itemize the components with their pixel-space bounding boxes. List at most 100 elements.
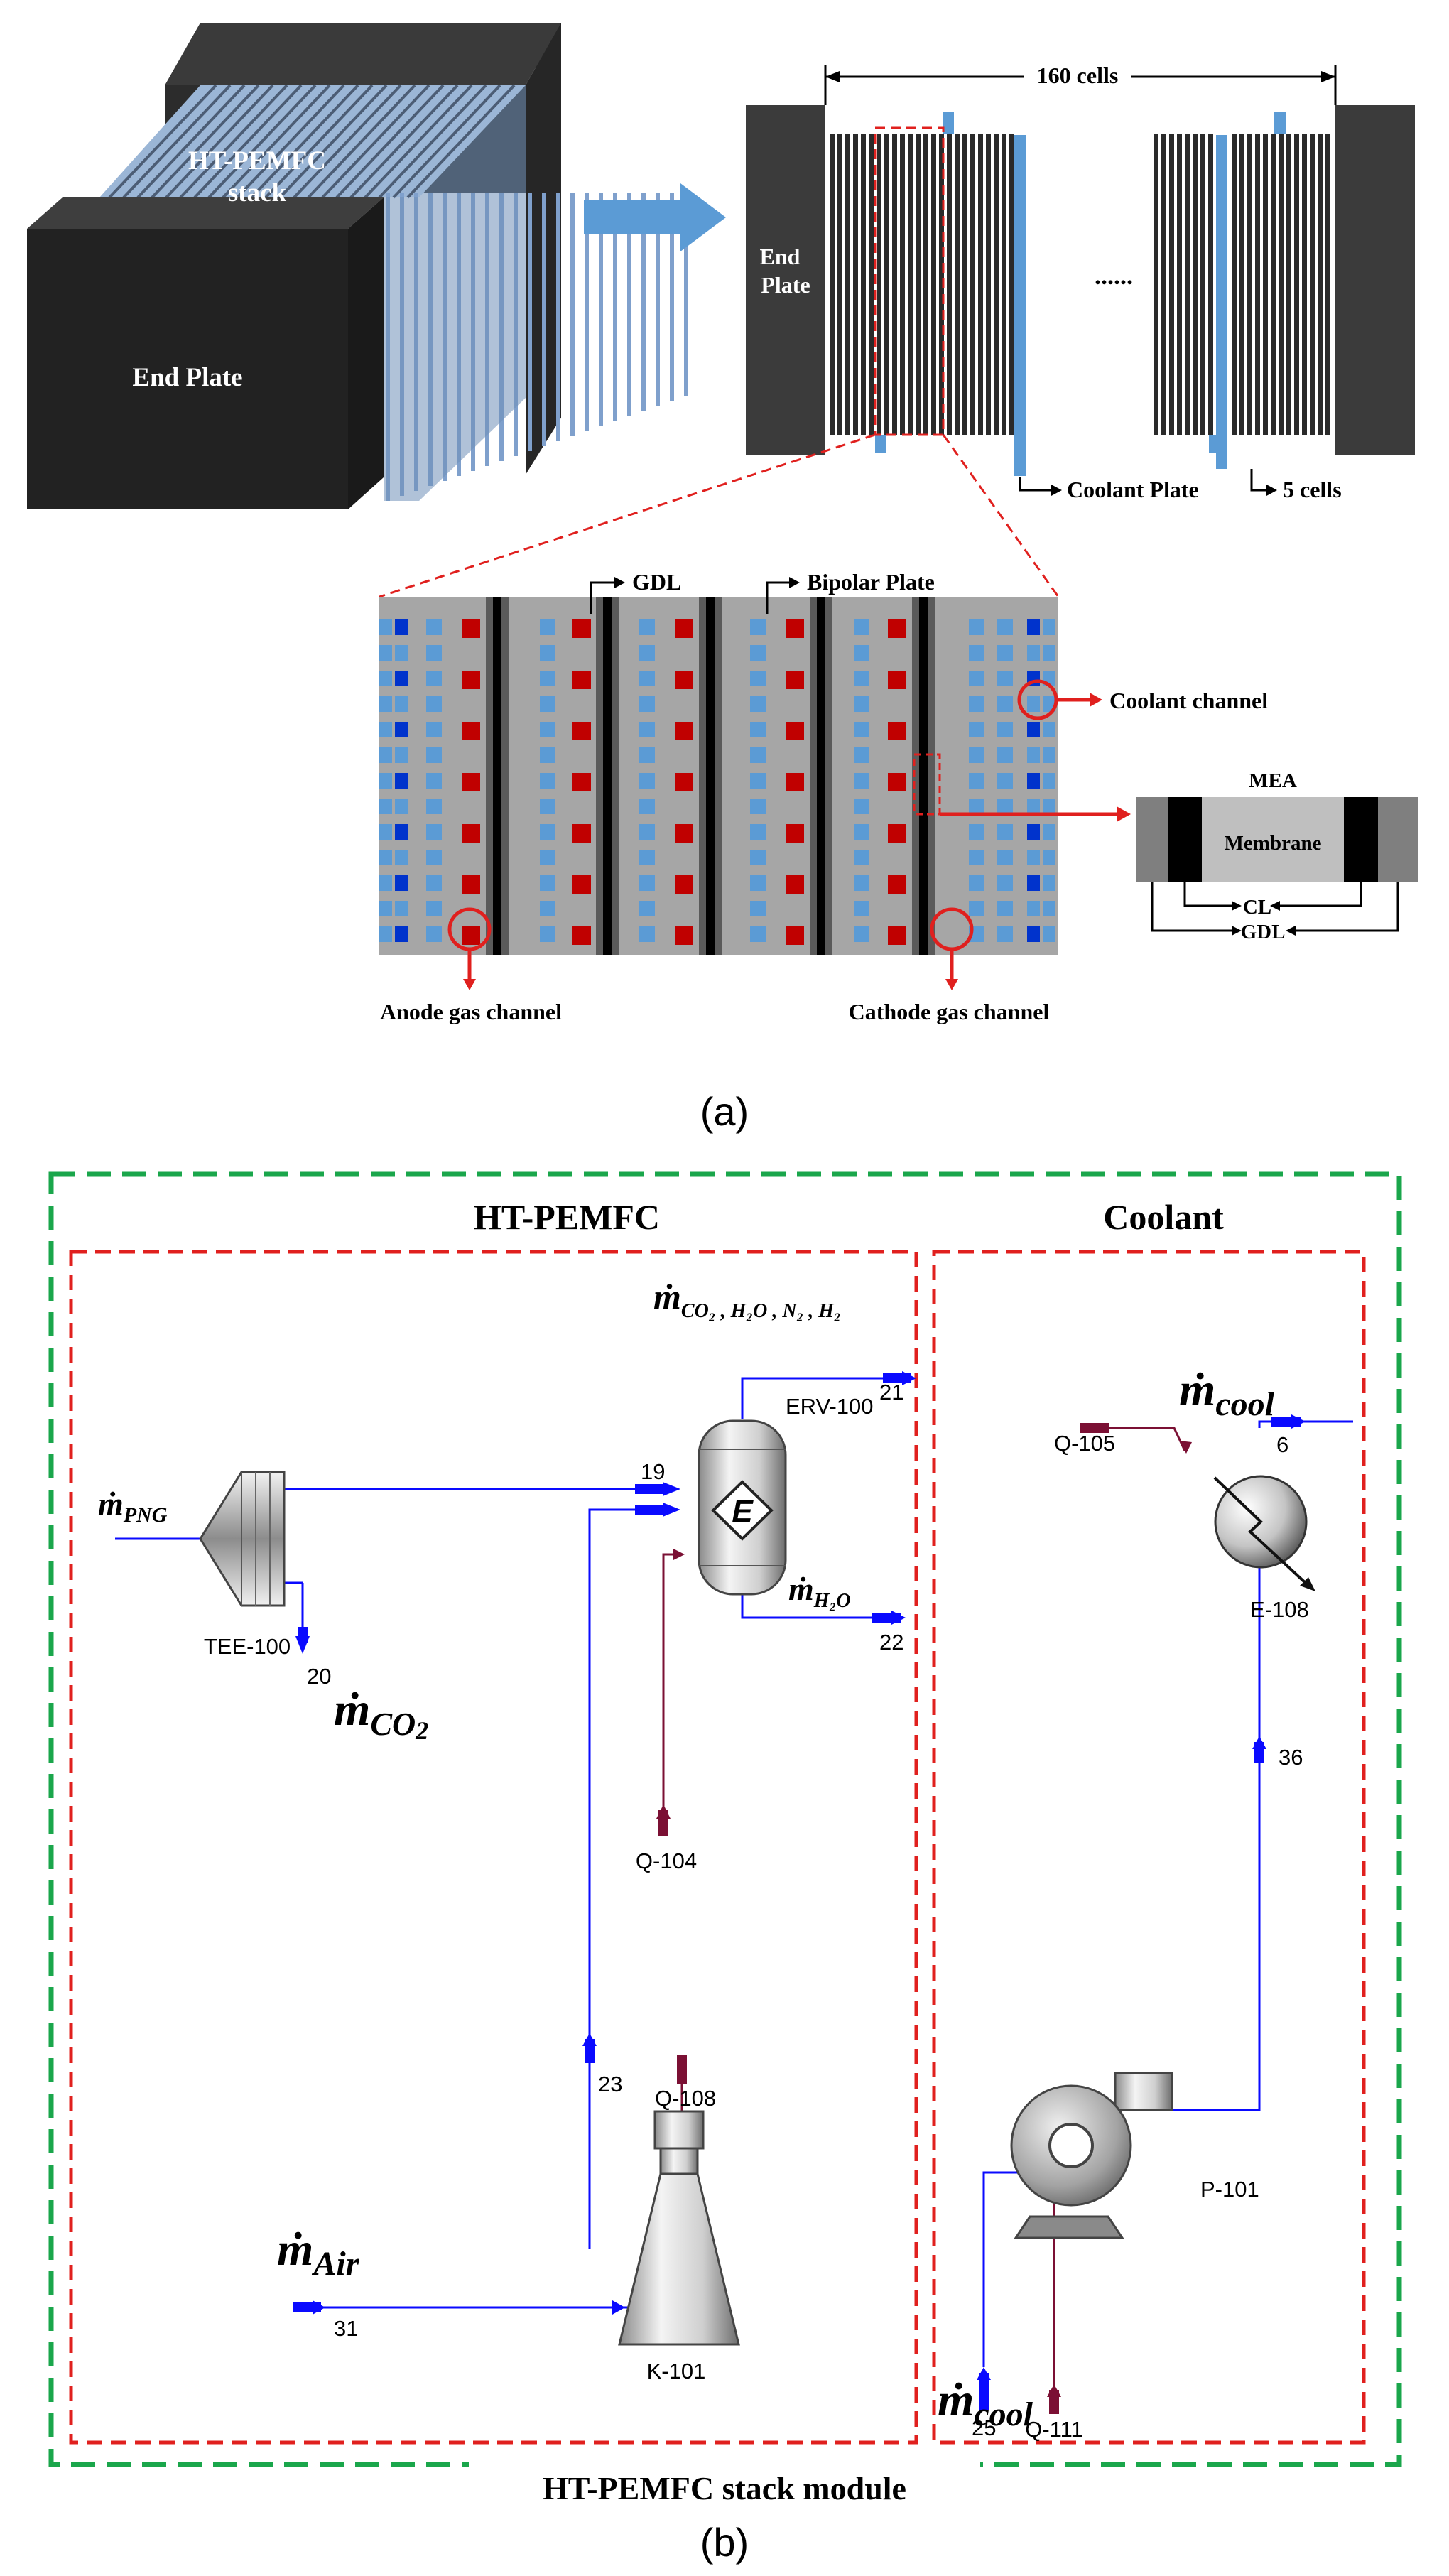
gdl-layer bbox=[810, 597, 817, 955]
stream-23-label: 23 bbox=[598, 2072, 622, 2096]
gas-channel-red bbox=[888, 722, 906, 740]
gas-channel-blue bbox=[997, 747, 1013, 763]
gas-channel-blue bbox=[854, 875, 869, 891]
gas-channel-blue bbox=[426, 875, 442, 891]
ellipsis-dots: ...... bbox=[1095, 261, 1133, 290]
gas-channel-blue bbox=[750, 875, 766, 891]
cell-line bbox=[1232, 134, 1237, 435]
gas-channel-blue bbox=[997, 619, 1013, 635]
tee-100-label: TEE-100 bbox=[204, 1634, 291, 1659]
gas-channel-blue bbox=[854, 645, 869, 661]
side-end-plate-line2: Plate bbox=[761, 272, 810, 298]
stack-plate-line bbox=[293, 84, 402, 199]
coolant-channel bbox=[395, 722, 408, 737]
stack-title-line1: HT-PEMFC bbox=[188, 146, 326, 175]
mea-highlight bbox=[913, 753, 941, 816]
stack-plate-line bbox=[250, 84, 359, 199]
gas-channel-red bbox=[786, 671, 804, 689]
gas-channel-blue bbox=[854, 671, 869, 686]
side-end-plate-line1: End bbox=[760, 244, 801, 269]
cell-line bbox=[1200, 134, 1205, 435]
gas-channel-blue bbox=[750, 722, 766, 737]
edge-channel bbox=[379, 824, 392, 840]
cell-line bbox=[962, 134, 967, 435]
gas-channel-blue bbox=[969, 799, 984, 814]
gas-channel-blue bbox=[540, 696, 555, 712]
htpemfc-group-title: HT-PEMFC bbox=[474, 1197, 660, 1237]
coolant-channel-label: Coolant channel bbox=[1109, 688, 1268, 713]
end-plate-label: End Plate bbox=[132, 363, 242, 392]
p-101-label: P-101 bbox=[1200, 2177, 1259, 2202]
stream-25-label: 25 bbox=[972, 2415, 996, 2440]
coolant-plate-label: Coolant Plate bbox=[1067, 477, 1199, 502]
gas-channel-red bbox=[888, 926, 906, 945]
coolant-channel bbox=[1027, 799, 1040, 814]
gas-channel-blue bbox=[750, 773, 766, 789]
cell-line bbox=[994, 134, 999, 435]
gas-channel-blue bbox=[540, 926, 555, 942]
edge-channel bbox=[1043, 696, 1055, 712]
cell-line bbox=[1208, 134, 1213, 435]
edge-channel bbox=[1043, 850, 1055, 865]
gas-channel-blue bbox=[639, 645, 655, 661]
gas-channel-red bbox=[572, 773, 591, 791]
coolant-channel bbox=[395, 696, 408, 712]
cell-line bbox=[1161, 134, 1166, 435]
cell-cross-section bbox=[379, 597, 1058, 955]
stack-plate-line bbox=[222, 84, 331, 199]
module-caption: HT-PEMFC stack module bbox=[543, 2470, 906, 2506]
material-streams bbox=[115, 1377, 1353, 2367]
gas-channel-blue bbox=[997, 696, 1013, 712]
edge-channel bbox=[1043, 799, 1055, 814]
gdl-layer bbox=[825, 597, 832, 955]
gas-channel-blue bbox=[540, 773, 555, 789]
gas-channel-blue bbox=[540, 619, 555, 635]
gas-channel-blue bbox=[854, 619, 869, 635]
gas-channel-blue bbox=[750, 799, 766, 814]
gas-channel-blue bbox=[969, 773, 984, 789]
gdl-layer bbox=[596, 597, 603, 955]
edge-channel bbox=[379, 875, 392, 891]
gas-channel-blue bbox=[540, 824, 555, 840]
coolant-channel bbox=[1027, 824, 1040, 840]
edge-channel bbox=[1043, 824, 1055, 840]
gas-channel-blue bbox=[639, 799, 655, 814]
gas-channel-blue bbox=[750, 671, 766, 686]
flow-exhaust: ṁCO₂ , H₂O , N₂ , H₂ bbox=[653, 1277, 841, 1322]
coolant-channel bbox=[1027, 722, 1040, 737]
e-108-label: E-108 bbox=[1250, 1597, 1309, 1622]
gas-channel-blue bbox=[540, 875, 555, 891]
stack-plate-line bbox=[321, 84, 430, 199]
edge-channel bbox=[1043, 926, 1055, 942]
mea-title: MEA bbox=[1249, 769, 1297, 792]
gas-channel-blue bbox=[854, 696, 869, 712]
gas-channel-blue bbox=[639, 773, 655, 789]
gas-channel-blue bbox=[426, 824, 442, 840]
gas-channel-red bbox=[786, 773, 804, 791]
coolant-channel bbox=[1027, 747, 1040, 763]
cell-line bbox=[837, 134, 842, 435]
cell-line bbox=[1169, 134, 1174, 435]
bipolar-callout bbox=[766, 581, 790, 614]
coolant-channel bbox=[395, 926, 408, 942]
gas-channel-blue bbox=[997, 850, 1013, 865]
cell-line bbox=[1193, 134, 1198, 435]
gas-channel-blue bbox=[426, 799, 442, 814]
gdl-layer bbox=[715, 597, 722, 955]
edge-channel bbox=[379, 722, 392, 737]
membrane-layer bbox=[493, 597, 501, 955]
stack-side-view bbox=[746, 65, 1415, 496]
gas-channel-blue bbox=[750, 824, 766, 840]
gas-channel-blue bbox=[750, 645, 766, 661]
gas-channel-red bbox=[462, 619, 480, 638]
gas-channel-blue bbox=[969, 619, 984, 635]
zoom-line-left bbox=[379, 433, 876, 598]
edge-channel bbox=[379, 901, 392, 916]
gas-channel-blue bbox=[997, 926, 1013, 942]
gas-channel-red bbox=[462, 875, 480, 894]
gas-channel-blue bbox=[639, 722, 655, 737]
q-111-label: Q-111 bbox=[1025, 2417, 1083, 2442]
cell-line bbox=[955, 134, 960, 435]
gas-channel-red bbox=[675, 773, 693, 791]
gas-channel-red bbox=[462, 671, 480, 689]
